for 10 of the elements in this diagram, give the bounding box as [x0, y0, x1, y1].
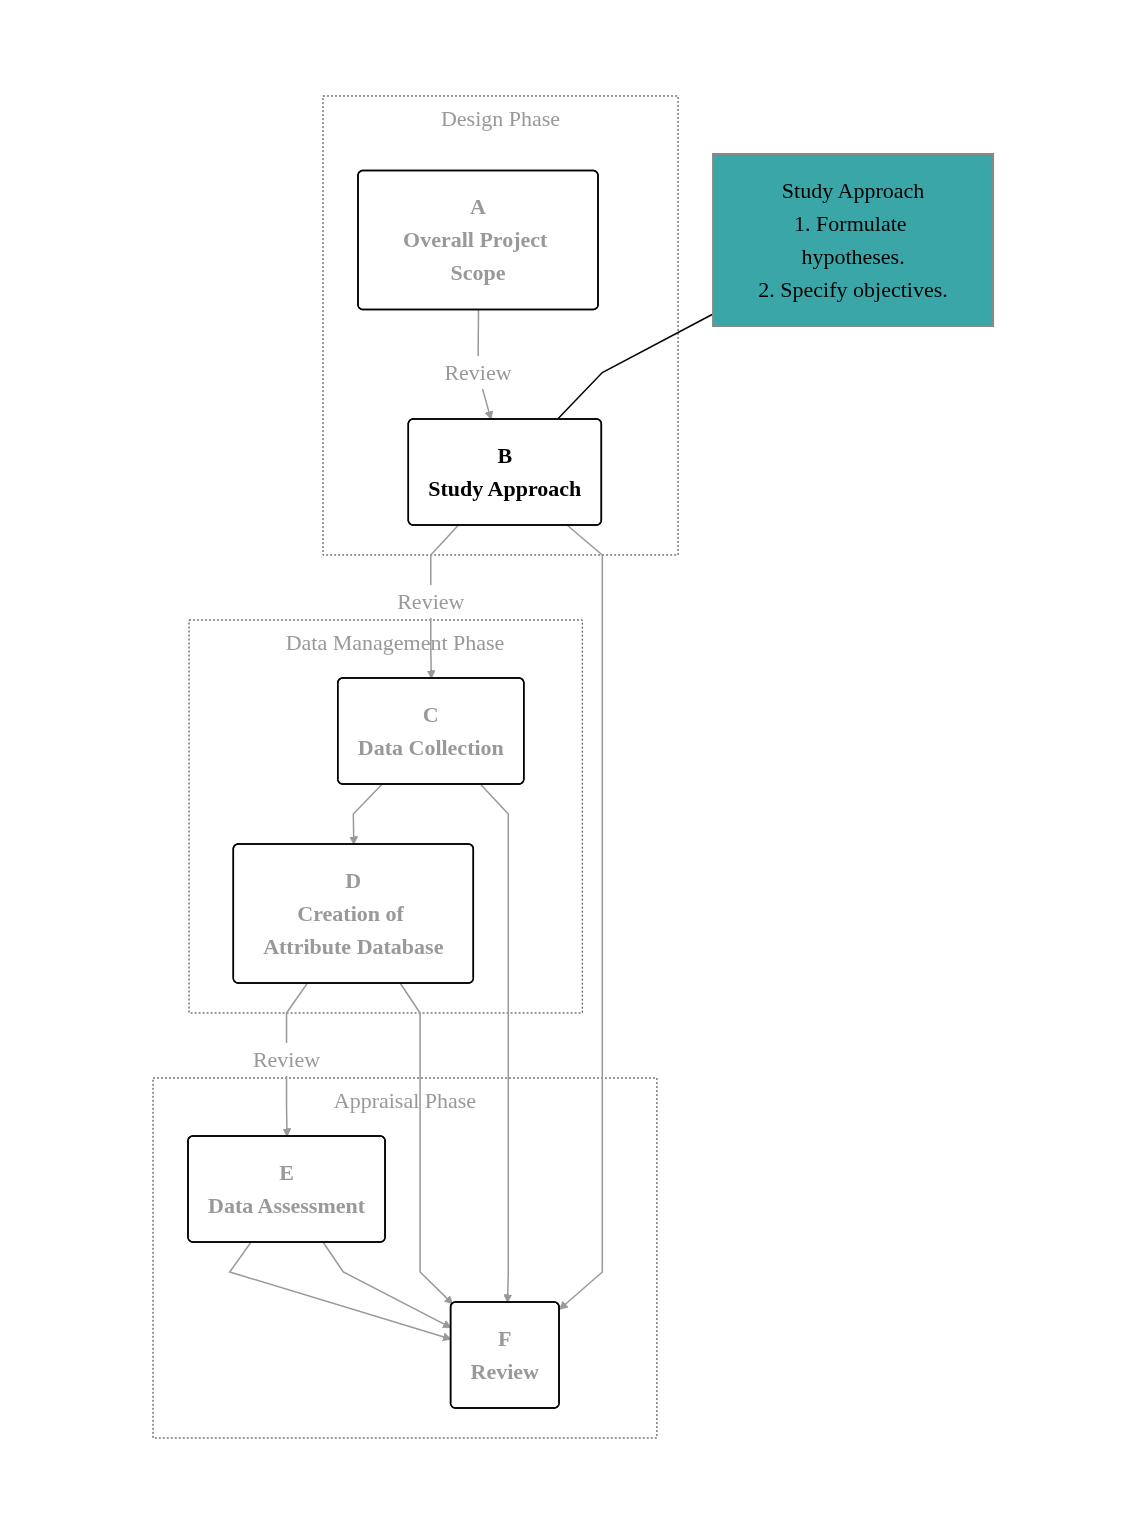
node-box: Study Approach 1. Formulate hypotheses. 2. Specify objectives. — [712, 152, 995, 327]
edge-label: Review — [253, 1046, 321, 1072]
arrow — [323, 1241, 452, 1328]
edge-label: Review — [444, 359, 513, 385]
arrow — [229, 1241, 452, 1341]
arrow — [400, 982, 454, 1304]
arrow — [559, 524, 604, 1310]
arrow — [349, 783, 384, 845]
edge-label: Review — [397, 588, 465, 614]
arrow — [480, 783, 513, 1303]
